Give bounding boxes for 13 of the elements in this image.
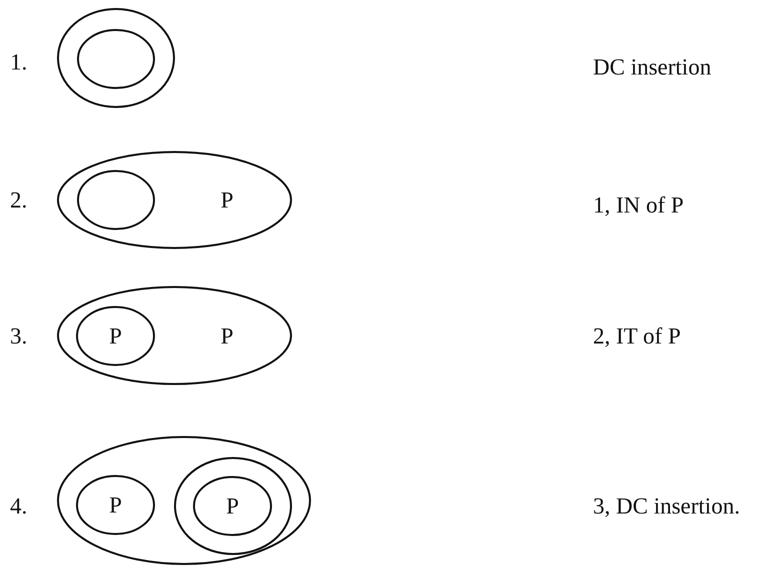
step-note: 2, IT of P — [593, 324, 681, 348]
node-label: P — [220, 188, 234, 212]
node-label: P — [109, 494, 122, 516]
step-number: 1. — [10, 50, 28, 74]
step-note: DC insertion — [593, 56, 712, 78]
step-note: 1, IN of P — [593, 194, 684, 216]
node-label: P — [109, 324, 122, 348]
node-label: P — [226, 494, 239, 518]
step-number: 3. — [10, 324, 28, 348]
step-note: 3, DC insertion. — [593, 494, 740, 518]
step-number: 4. — [10, 494, 28, 518]
node-label: P — [220, 324, 234, 347]
step-number: 2. — [10, 188, 28, 212]
